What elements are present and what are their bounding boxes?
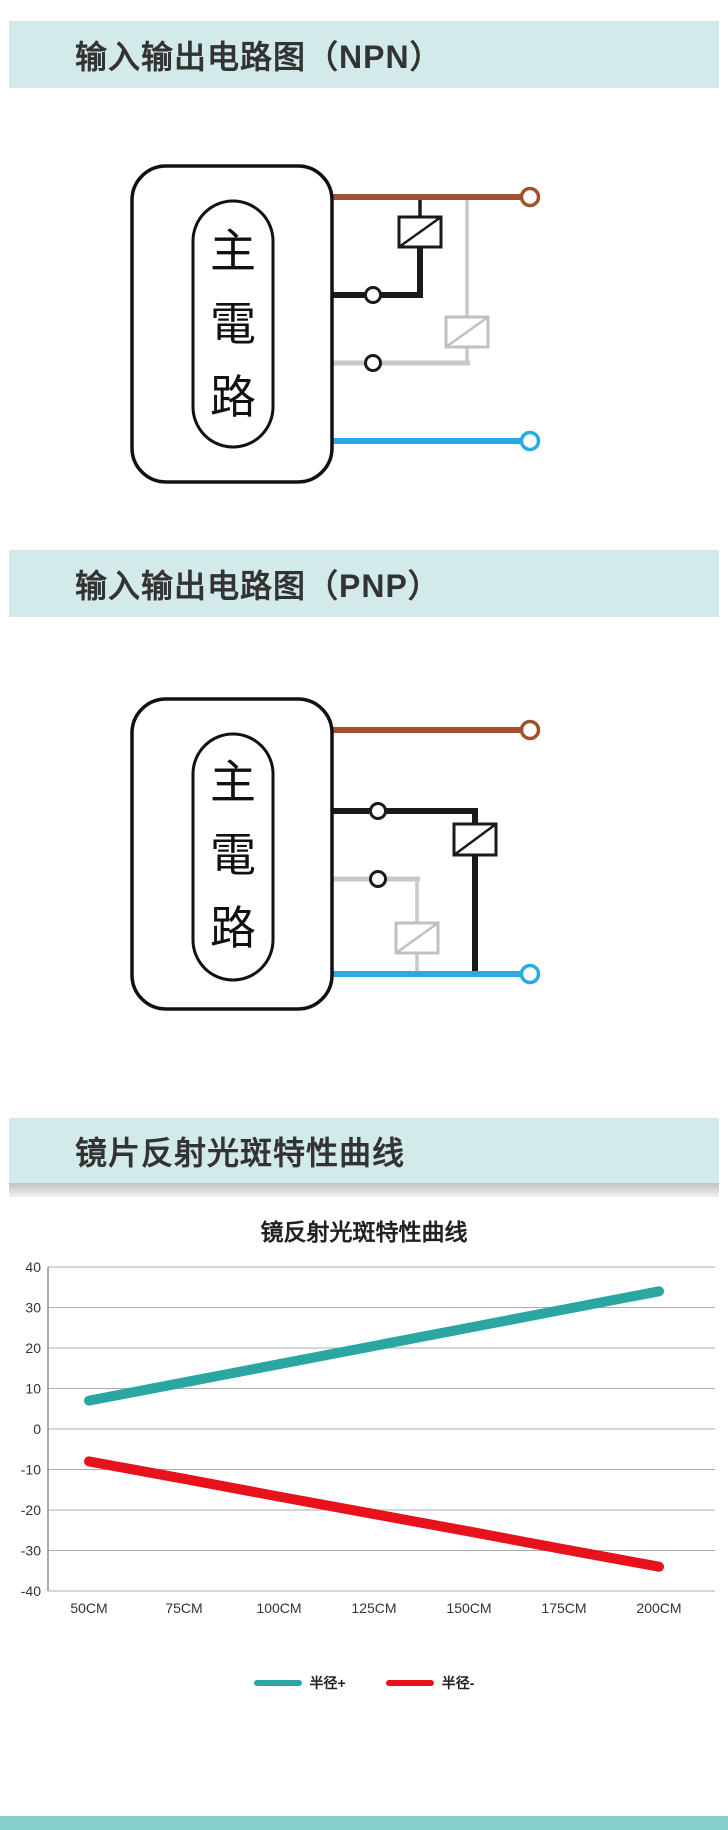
footer-accent-bar (0, 1816, 728, 1830)
legend-swatch (385, 1680, 434, 1686)
series-line-0 (84, 1286, 664, 1406)
npn-section-title: 输入输出电路图（NPN） (75, 38, 443, 75)
y-tick-label: 10 (25, 1381, 41, 1397)
section-header-curve: 镜片反射光斑特性曲线 (9, 1118, 719, 1183)
x-tick-label: 150CM (446, 1600, 491, 1615)
legend-label: 半径+ (309, 1675, 346, 1691)
y-tick-label: 20 (25, 1340, 41, 1356)
x-tick-label: 175CM (541, 1600, 586, 1615)
y-tick-label: 40 (25, 1259, 41, 1275)
legend-item: 半径- (385, 1673, 475, 1693)
y-tick-label: -20 (21, 1502, 41, 1518)
curve-section-title: 镜片反射光斑特性曲线 (75, 1134, 406, 1171)
reflection-spot-line-chart: -40 -30 -20 -10 0 10 20 30 40 50CM 75CM 100CM 125CM 1… (21, 1259, 715, 1615)
x-tick-label: 200CM (636, 1600, 681, 1615)
legend-swatch (253, 1680, 302, 1686)
pnp-output1-junction (369, 802, 387, 820)
npn-output1-junction (364, 286, 382, 304)
y-tick-label: 0 (33, 1421, 41, 1437)
npn-main-circuit-label: 主電路 (210, 225, 256, 423)
page-root: { "palette": { "header_bg": "#d2ebea", "… (0, 21, 728, 1830)
npn-ground-terminal (519, 430, 541, 452)
legend-label: 半径- (441, 1675, 475, 1691)
section-header-npn: 输入输出电路图（NPN） (9, 21, 719, 88)
pnp-output2-junction (369, 870, 387, 888)
npn-load2-diagonal (445, 315, 489, 349)
section-header-pnp: 输入输出电路图（PNP） (9, 550, 719, 617)
npn-load1-diagonal (398, 215, 442, 249)
npn-output2-junction (364, 354, 382, 372)
series-line-1 (84, 1456, 664, 1572)
pnp-main-circuit-label: 主電路 (210, 756, 256, 954)
y-tick-label: -40 (21, 1583, 41, 1599)
pnp-power-terminal (519, 719, 541, 741)
x-tick-label: 75CM (165, 1600, 202, 1615)
pnp-section-title: 输入输出电路图（PNP） (75, 567, 441, 604)
pnp-load2-diagonal (395, 921, 439, 955)
curve-header-shadow (9, 1183, 719, 1197)
legend-item: 半径+ (253, 1673, 346, 1693)
pnp-load1-diagonal (453, 822, 497, 857)
chart-legend: 半径+ 半径- (0, 1673, 728, 1693)
pnp-circuit-diagram: 主電路 (130, 697, 541, 1011)
npn-circuit-diagram: 主電路 (130, 164, 541, 484)
npn-main-circuit-inner-pill (191, 199, 275, 449)
y-tick-label: 30 (25, 1300, 41, 1316)
npn-power-terminal (519, 186, 541, 208)
x-tick-label: 50CM (70, 1600, 107, 1615)
x-tick-label: 125CM (351, 1600, 396, 1615)
chart-title: 镜反射光斑特性曲线 (260, 1219, 468, 1245)
y-tick-label: -30 (21, 1543, 41, 1559)
x-tick-label: 100CM (256, 1600, 301, 1615)
pnp-main-circuit-inner-pill (191, 732, 275, 982)
y-tick-label: -10 (21, 1462, 41, 1478)
pnp-ground-terminal (519, 963, 541, 985)
